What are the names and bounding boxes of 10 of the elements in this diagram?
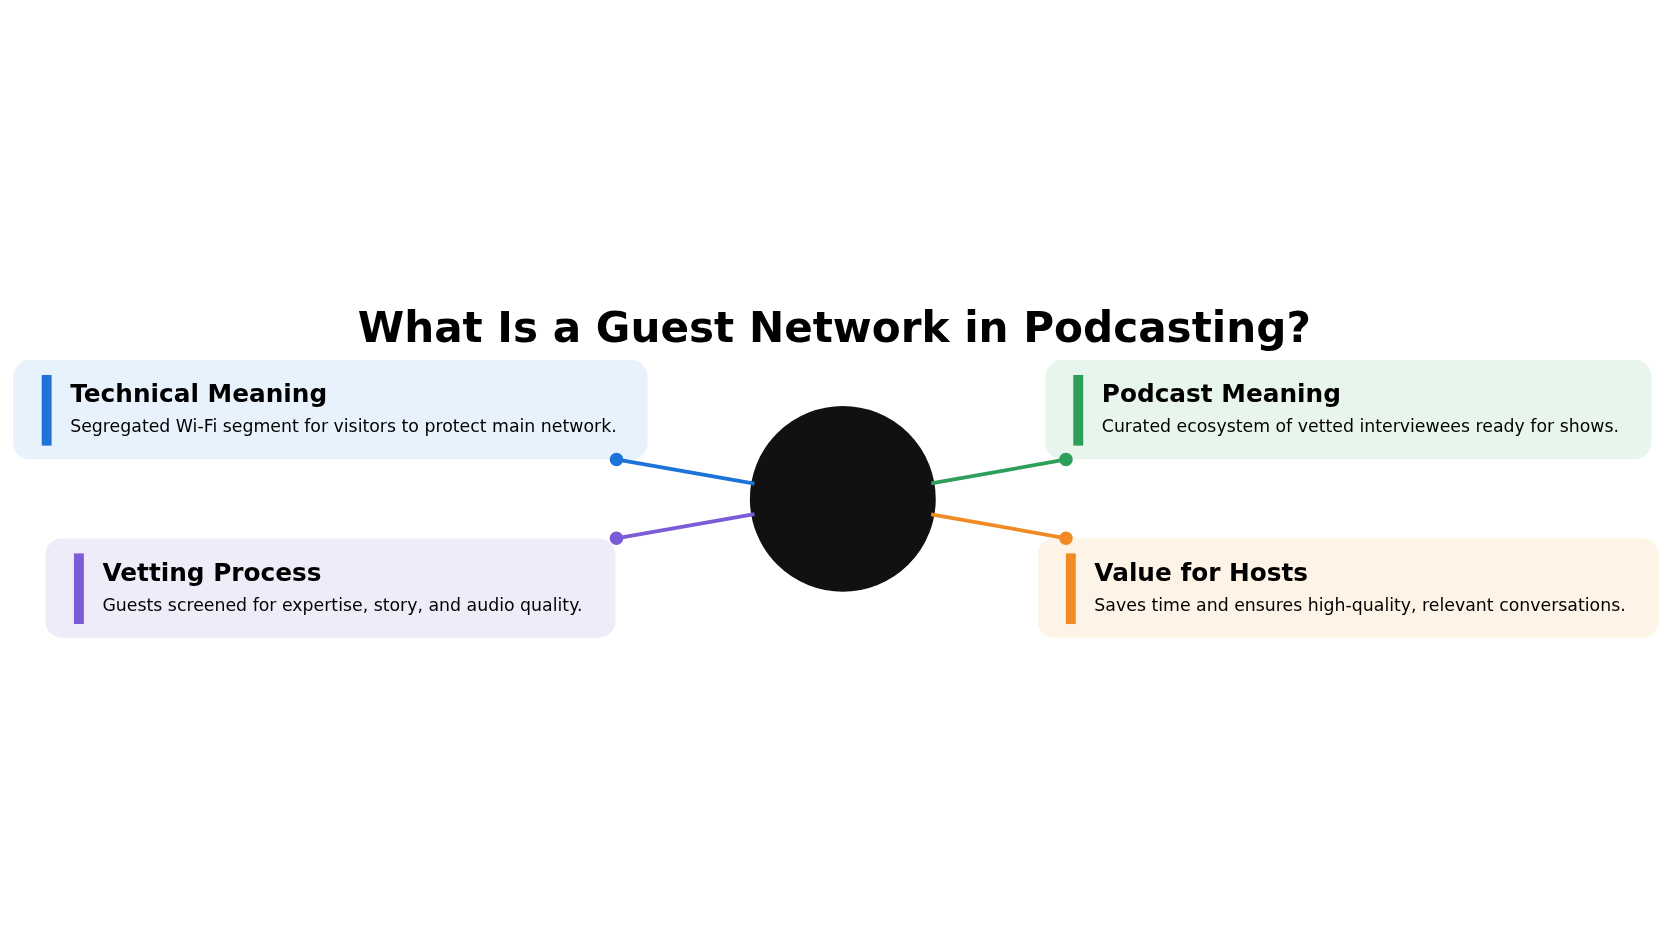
connector bbox=[930, 512, 1073, 545]
node-box: Value for Hosts Saves time and ensures high-quality, relevant conversations. bbox=[1038, 538, 1659, 638]
connector bbox=[609, 511, 755, 545]
node-box: Vetting Process Guests screened for expertise, story, and audio quality. bbox=[45, 538, 616, 638]
node-box: Technical Meaning Segregated Wi-Fi segment for visitors to protect main network. bbox=[13, 359, 648, 459]
connector bbox=[609, 452, 755, 485]
connector bbox=[930, 452, 1073, 485]
node-box: Podcast Meaning Curated ecosystem of vetted interviewees ready for shows. bbox=[1045, 359, 1652, 459]
diagram-title: What Is a Guest Network in Podcasting? bbox=[357, 302, 1311, 352]
node-circle bbox=[749, 405, 936, 592]
